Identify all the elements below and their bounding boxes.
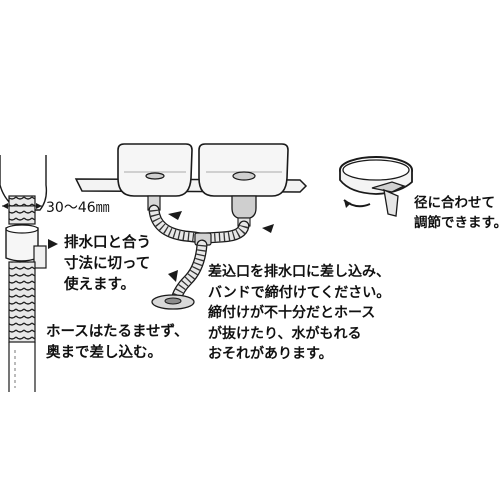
- cut-to-fit-note: 排水口と合う 寸法に切って 使えます。: [64, 235, 151, 293]
- double-sink: [74, 143, 308, 310]
- cut-pointer-arrow: [48, 239, 58, 249]
- band-tighten-note: 差込口を排水口に差し込み、 バンドで締付けてください。 締付けが不十分だとホース…: [208, 264, 391, 362]
- hose-band: [339, 156, 413, 217]
- band-adjust-note: 径に合わせて 調節できます。: [414, 195, 500, 231]
- right-drain: [232, 171, 256, 181]
- hose-upper: [8, 195, 36, 225]
- dimension-arrow: [2, 203, 42, 209]
- left-basin: [117, 143, 193, 197]
- pointer-arrow-down: [168, 270, 178, 282]
- band-lever: [383, 188, 399, 217]
- hose-lower: [8, 261, 36, 343]
- right-trap: [231, 195, 257, 219]
- left-drain: [145, 172, 165, 180]
- adapter-clip: [33, 245, 47, 269]
- pointer-arrow-left: [168, 211, 182, 220]
- dimension-label: 30～46㎜: [46, 200, 110, 216]
- hose-insert-note: ホースはたるませず、 奥まで差し込む。: [46, 324, 189, 361]
- hose-cutaway: [0, 155, 58, 392]
- pointer-arrow-right: [262, 224, 274, 233]
- right-basin: [198, 143, 289, 197]
